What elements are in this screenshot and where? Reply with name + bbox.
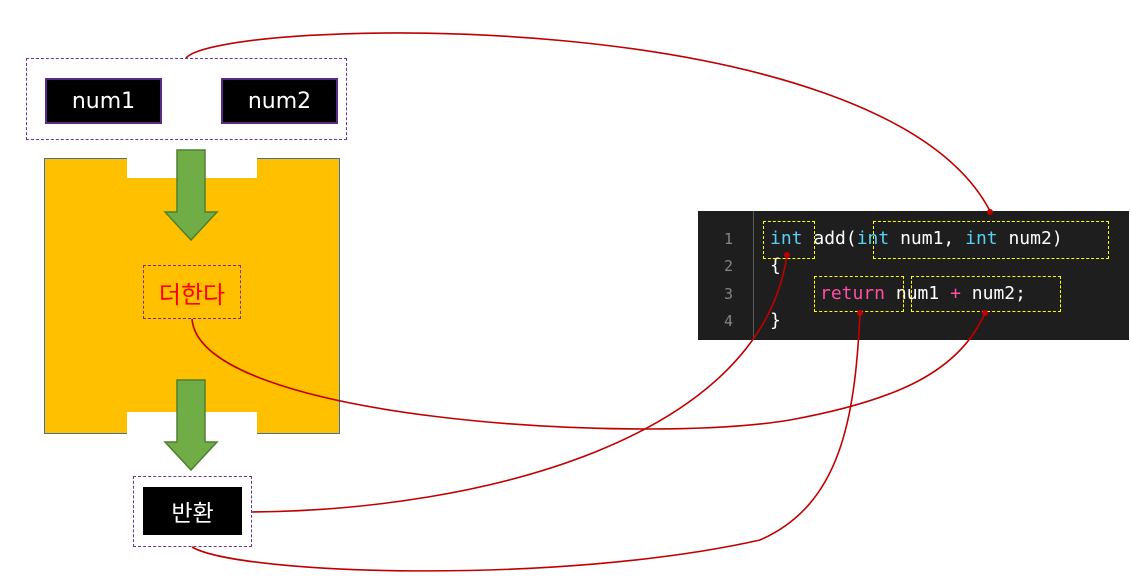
param1-name: num1,	[889, 228, 955, 249]
param-num1-box: num1	[45, 78, 162, 124]
output-return-label: 반환	[171, 501, 214, 527]
param-num2-label: num2	[247, 88, 312, 114]
line-number: 2	[723, 257, 733, 275]
return-keyword: return	[820, 283, 886, 304]
return-expression-highlight	[911, 276, 1061, 312]
code-line-3: return num1 + num2;	[820, 283, 1026, 305]
line-number: 1	[723, 230, 733, 248]
operation-label: 더한다	[158, 280, 226, 309]
operand-right: num2	[971, 283, 1016, 304]
param1-type-keyword: int	[856, 228, 890, 249]
plus-operator: +	[950, 283, 961, 304]
line-number: 3	[723, 285, 733, 303]
operand-left: num1	[895, 283, 940, 304]
close-paren: )	[1051, 228, 1063, 249]
line-number: 4	[723, 312, 733, 330]
return-keyword-highlight	[814, 276, 904, 312]
gutter-divider	[753, 211, 754, 340]
code-line-4: }	[770, 310, 781, 332]
code-line-1: int add(int num1, int num2)	[770, 228, 1063, 250]
param2-type-keyword: int	[965, 228, 998, 249]
parameters-highlight	[873, 221, 1109, 259]
param2-name: num2	[997, 228, 1052, 249]
function-name: add(	[813, 228, 857, 249]
return-type-highlight	[763, 221, 815, 259]
param-num2-box: num2	[221, 78, 338, 124]
operation-label-box: 더한다	[143, 265, 241, 319]
machine-output-notch	[127, 412, 257, 435]
param-num1-label: num1	[71, 88, 136, 114]
close-brace: }	[770, 310, 781, 331]
output-return-box: 반환	[143, 487, 242, 535]
semicolon: ;	[1015, 283, 1026, 304]
code-editor-panel: 1 2 3 4 int add(int num1, int num2) { re…	[698, 211, 1129, 340]
return-type-keyword: int	[770, 228, 803, 249]
machine-input-notch	[127, 157, 257, 178]
